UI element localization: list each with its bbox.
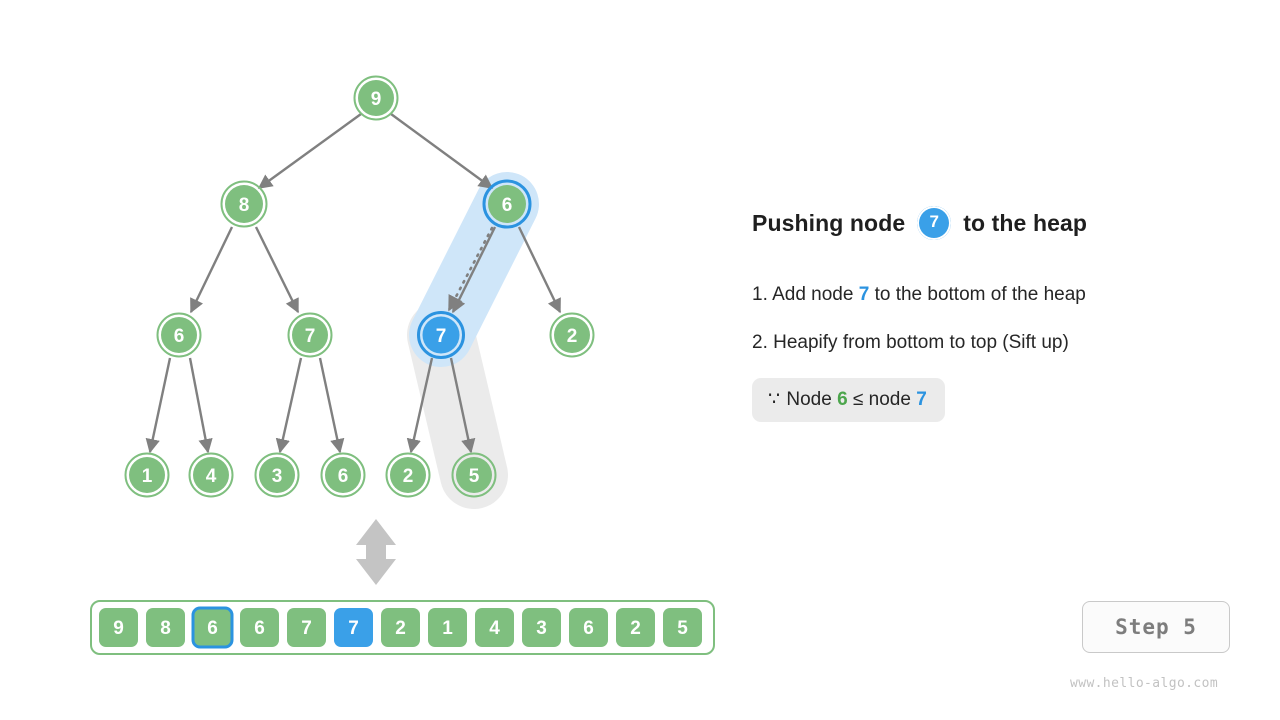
tree-node-7-inserted: 7: [417, 311, 465, 359]
step-badge: Step 5: [1082, 601, 1230, 653]
tree-nodes: 9 8 6 6 7 7: [124, 75, 595, 498]
svg-text:7: 7: [348, 618, 359, 639]
array-cell-0: 9: [99, 608, 138, 647]
svg-text:8: 8: [239, 195, 250, 216]
array-cell-2: 6: [191, 606, 234, 649]
panel-title-suffix: to the heap: [963, 209, 1088, 236]
svg-text:1: 1: [442, 618, 453, 639]
svg-text:9: 9: [371, 89, 382, 110]
hint-node-word: Node: [786, 389, 832, 410]
tree-node-2b: 2: [385, 452, 431, 498]
svg-text:2: 2: [395, 618, 406, 639]
tree-node-3: 3: [254, 452, 300, 498]
instruction-step-1-prefix: 1. Add node: [752, 284, 859, 305]
array-cell-12: 5: [663, 608, 702, 647]
svg-text:5: 5: [469, 466, 480, 487]
sift-up-arrow: [447, 226, 494, 312]
watermark: www.hello-algo.com: [1070, 676, 1219, 691]
svg-text:6: 6: [583, 618, 594, 639]
svg-text:2: 2: [630, 618, 641, 639]
panel-title: Pushing node 7 to the heap: [752, 206, 1212, 240]
array-cells: 9 8 6 6 7 7 2: [99, 606, 702, 649]
tree-node-7a: 7: [287, 312, 333, 358]
array-cell-6: 2: [381, 608, 420, 647]
svg-text:6: 6: [207, 618, 218, 639]
svg-text:5: 5: [677, 618, 688, 639]
svg-text:9: 9: [113, 618, 124, 639]
explanation-panel: Pushing node 7 to the heap 1. Add node 7…: [752, 206, 1212, 422]
hint-left-value: 6: [837, 389, 848, 410]
tree-node-5: 5: [451, 452, 497, 498]
array-cell-11: 2: [616, 608, 655, 647]
heap-array: 9 8 6 6 7 7 2: [90, 600, 715, 655]
svg-text:2: 2: [567, 326, 578, 347]
array-cell-5: 7: [334, 608, 373, 647]
array-cell-8: 4: [475, 608, 514, 647]
svg-text:8: 8: [160, 618, 171, 639]
svg-text:7: 7: [305, 326, 316, 347]
hint-right-value: 7: [916, 389, 927, 410]
tree-node-4: 4: [188, 452, 234, 498]
hint-operator: ≤: [852, 389, 864, 410]
because-symbol: ∵: [768, 389, 782, 410]
svg-text:2: 2: [403, 466, 414, 487]
instruction-step-1-suffix: to the bottom of the heap: [869, 284, 1086, 305]
svg-text:6: 6: [338, 466, 349, 487]
tree-edges: [145, 113, 562, 454]
svg-text:7: 7: [436, 326, 447, 347]
array-cell-9: 3: [522, 608, 561, 647]
panel-title-prefix: Pushing node: [752, 209, 906, 236]
tree-node-8: 8: [220, 180, 268, 228]
svg-text:3: 3: [272, 466, 283, 487]
array-cell-1: 8: [146, 608, 185, 647]
svg-text:4: 4: [489, 618, 500, 639]
svg-text:1: 1: [142, 466, 153, 487]
tree-node-2a: 2: [549, 312, 595, 358]
tree-node-6b: 6: [156, 312, 202, 358]
svg-text:6: 6: [174, 326, 185, 347]
svg-text:3: 3: [536, 618, 547, 639]
comparison-hint: ∵ Node 6 ≤ node 7: [752, 378, 945, 422]
svg-text:4: 4: [206, 466, 217, 487]
array-cell-4: 7: [287, 608, 326, 647]
tree-node-9: 9: [353, 75, 399, 121]
tree-node-6-highlight: 6: [482, 179, 532, 229]
svg-text:6: 6: [254, 618, 265, 639]
pushed-node-badge: 7: [917, 206, 952, 240]
tree-array-link-arrow: [356, 519, 396, 585]
tree-node-6c: 6: [320, 452, 366, 498]
pushed-node-badge-value: 7: [929, 212, 940, 231]
instruction-step-2: 2. Heapify from bottom to top (Sift up): [752, 332, 1069, 353]
array-cell-7: 1: [428, 608, 467, 647]
hint-node-word-2: node: [868, 389, 911, 410]
svg-text:7: 7: [301, 618, 312, 639]
tree-node-1: 1: [124, 452, 170, 498]
array-cell-3: 6: [240, 608, 279, 647]
svg-text:6: 6: [502, 195, 513, 216]
array-cell-10: 6: [569, 608, 608, 647]
instruction-step-1-value: 7: [858, 284, 870, 305]
instruction-step-1: 1. Add node 7 to the bottom of the heap: [752, 284, 1212, 306]
